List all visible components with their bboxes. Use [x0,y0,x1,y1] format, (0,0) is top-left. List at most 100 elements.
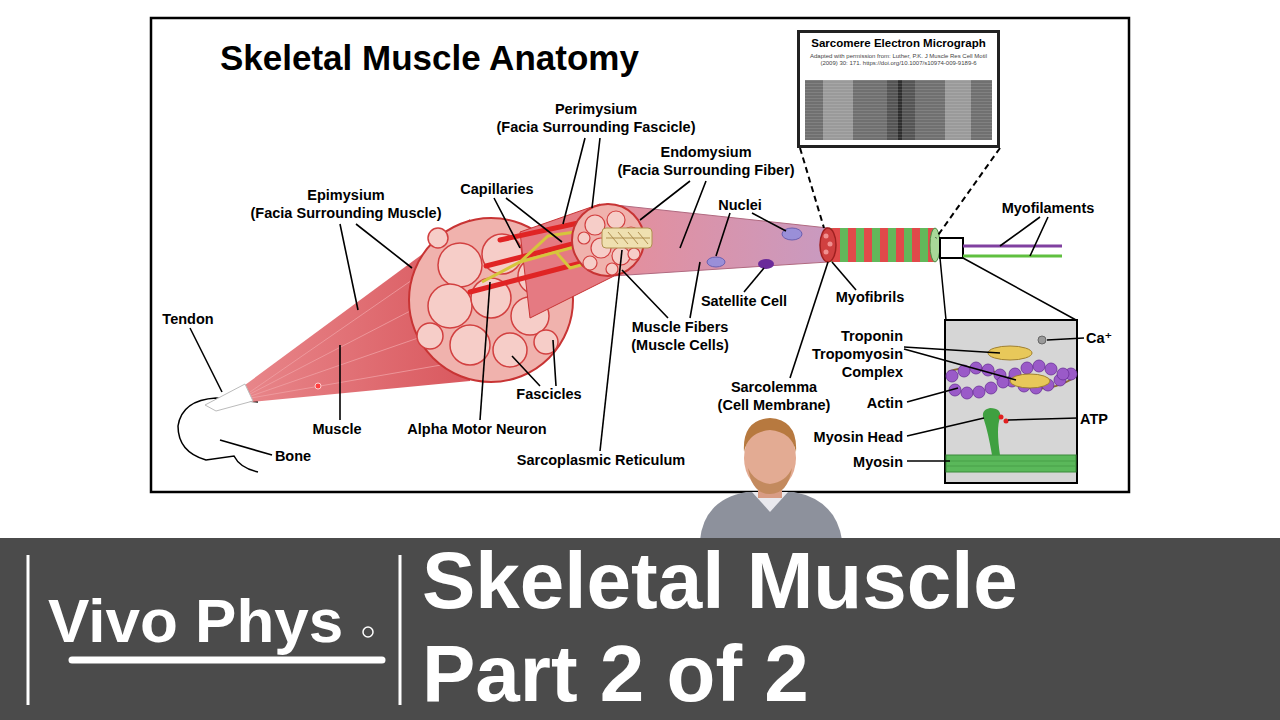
part-label: Endomysium (Facia Surrounding Fiber) [617,143,794,179]
part-label: Satellite Cell [701,292,787,310]
myofilament-box [940,238,1062,258]
leader-lines [339,345,341,420]
nuclei [707,228,802,267]
label-line: (Facia Surrounding Fascicle) [496,118,695,136]
satellite-cell [758,259,774,269]
part-label: Perimysium (Facia Surrounding Fascicle) [496,100,695,136]
sarcoplasmic-reticulum [602,228,652,248]
part-label: Troponin Tropomyosin Complex [803,327,903,381]
sarcomere-inset [1045,363,1057,375]
sarcomere-inset [985,382,997,394]
presenter-figure [744,418,796,452]
zoom-lines [940,258,1076,320]
muscle-cross-section [417,323,443,349]
leader-lines [744,268,764,292]
part-label: Fascicles [516,385,581,403]
leader-lines [190,138,1084,461]
muscle-cross-section [428,228,448,248]
myofibril [824,234,833,255]
myofilament-box [963,255,1062,258]
muscle-cross-section [493,333,527,367]
myofibril [828,242,833,247]
sarcoplasmic-reticulum [606,232,650,244]
part-label: Myosin [853,453,903,471]
electron-micrograph [805,80,992,140]
leader-lines [622,262,700,318]
sarcomere-inset [946,370,958,382]
sarcomere-inset [945,320,1077,483]
sarcomere-inset [946,461,1076,466]
myofibril [820,228,836,262]
diagram-title: Skeletal Muscle Anatomy [220,36,639,80]
myofilament-box [940,238,963,258]
label-line: (Facia Surrounding Fiber) [617,161,794,179]
muscle-cross-section [438,243,482,287]
sarcomere-inset [946,455,1076,472]
part-label: Myofibrils [836,288,904,306]
leader-lines [494,198,562,248]
diagram-frame [151,18,1129,492]
banner-decoration [363,627,373,637]
part-label: Capillaries [460,180,533,198]
sarcomere-inset [961,387,973,399]
leader-lines [716,213,786,256]
part-label: Sarcolemma (Cell Membrane) [718,378,831,414]
fascicle-cross-section [578,232,590,244]
banner-decoration [28,555,400,705]
sarcomere-inset [1033,360,1045,372]
presenter-figure [700,492,842,540]
myofibril [824,234,829,239]
muscle-cone [315,383,321,389]
leader-lines [1008,418,1078,420]
part-label: Epimysium (Facia Surrounding Muscle) [251,186,442,222]
leader-lines [907,460,950,462]
part-label: Nuclei [718,196,762,214]
part-label: Myosin Head [814,428,903,446]
part-label: Actin [867,394,903,412]
leader-lines [512,340,556,386]
part-label: Ca⁺ [1086,329,1112,347]
diagram-frame [151,18,1129,492]
part-label: ATP [1080,410,1108,428]
sarcomere-inset [999,415,1004,420]
leader-lines [904,347,1016,380]
satellite-cell [758,259,774,269]
video-title: Skeletal Muscle Part 2 of 2 [422,534,1122,720]
sarcomere-inset [1057,368,1069,380]
leader-lines [1047,338,1084,340]
myofilament-box [963,245,1062,248]
label-line: (Cell Membrane) [718,396,831,414]
zoom-lines [800,148,1076,320]
myofibril [828,228,935,262]
leader-lines [907,418,984,436]
leader-lines [340,224,412,310]
sarcomere-inset [1038,336,1046,344]
sarcomere-inset [983,408,1000,455]
sarcomere-inset [1010,374,1050,388]
sarcomere-inset [973,386,985,398]
leader-lines [907,388,958,402]
leader-lines [220,440,272,455]
leader-lines [1000,217,1048,256]
myofibril [820,228,940,262]
zoom-lines [800,148,1000,238]
part-label: Muscle [312,420,361,438]
label-line: (Muscle Cells) [631,336,729,354]
leader-lines [640,181,706,248]
fascicle-cross-section [607,211,625,229]
sarcomere-inset [1021,362,1033,374]
part-label: Alpha Motor Neuron [407,420,546,438]
electron-micrograph [805,80,992,140]
part-label: Tendon [162,310,213,328]
logo-text: Vivo Phys [48,590,343,652]
leader-lines [600,250,622,451]
fascicle-cross-section [583,256,597,270]
muscle-cross-section [428,284,472,328]
leader-lines [563,138,600,224]
sarcomere-inset [1004,419,1009,424]
fascicle-cross-section [628,248,640,260]
tendon-shape [205,384,253,411]
electron-micrograph [805,80,992,140]
leader-lines [832,262,856,290]
